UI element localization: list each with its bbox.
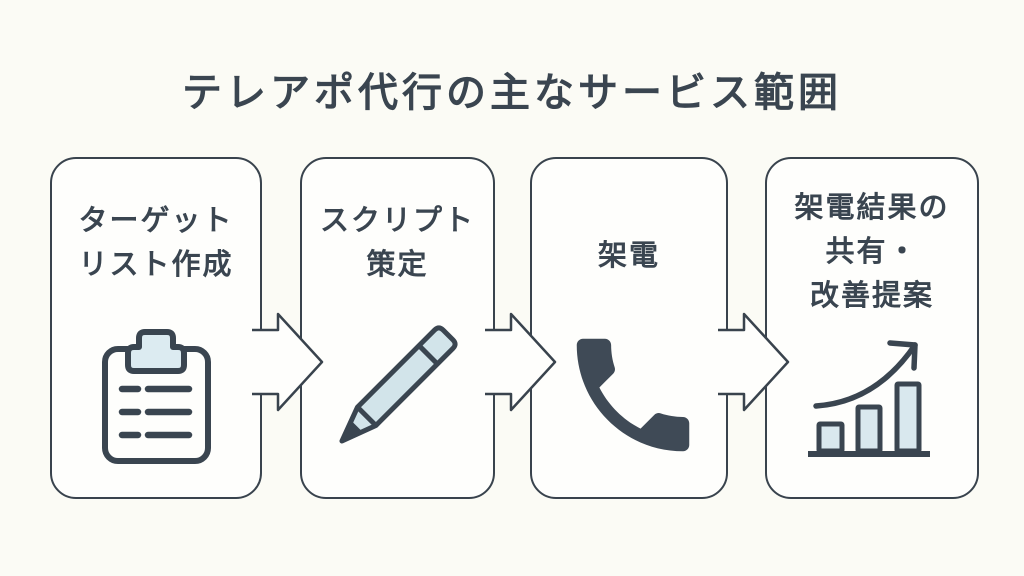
label-line: リスト作成 xyxy=(78,249,234,281)
page-title: テレアポ代行の主なサービス範囲 xyxy=(182,71,842,115)
label-line: 架電 xyxy=(597,240,660,272)
step-card-script: スクリプト 策定 xyxy=(300,157,495,499)
growth-chart-icon xyxy=(808,340,930,457)
label-line: ターゲット xyxy=(78,205,234,237)
label-line: スクリプト xyxy=(319,205,475,237)
step-label-script: スクリプト 策定 xyxy=(302,199,493,287)
flow-arrow-1 xyxy=(252,312,324,412)
phone-icon xyxy=(576,338,690,452)
step-label-calling: 架電 xyxy=(532,234,726,278)
flow-arrow-2 xyxy=(485,312,557,412)
label-line: 架電結果の xyxy=(794,192,950,224)
label-line: 共有・ xyxy=(825,236,919,268)
label-line: 策定 xyxy=(366,249,429,281)
pencil-icon xyxy=(339,325,458,444)
step-label-results: 架電結果の 共有・ 改善提案 xyxy=(767,186,977,318)
step-label-target-list: ターゲット リスト作成 xyxy=(52,199,260,287)
label-line: 改善提案 xyxy=(809,280,934,312)
clipboard-icon xyxy=(102,329,211,464)
step-card-calling: 架電 xyxy=(530,157,728,499)
flow-arrow-3 xyxy=(718,312,790,412)
step-card-results: 架電結果の 共有・ 改善提案 xyxy=(765,157,979,499)
